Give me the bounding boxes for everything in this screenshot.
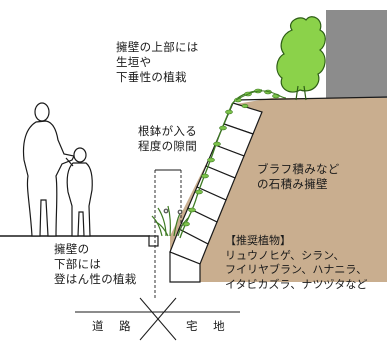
root-gap-dimension — [154, 170, 182, 298]
top-wall-note-line: 下垂性の植栽 — [116, 70, 187, 84]
top-wall-note: 擁壁の上部には 生垣や 下垂性の植栽 — [116, 40, 199, 85]
root-gap-note-line: 程度の隙間 — [138, 139, 197, 153]
vine-icon — [179, 88, 287, 239]
top-wall-note-line: 生垣や — [116, 55, 152, 69]
ground-section — [0, 98, 387, 282]
hedge-shrub-icon — [276, 16, 326, 101]
recommended-plants: 【推奨植物】 リュウノヒゲ、シラン、 フイリヤブラン、ハナニラ、 イタビカズラ、… — [225, 234, 367, 292]
child-silhouette-icon — [65, 147, 93, 237]
stone-wall-note: ブラフ積みなど の石積み擁壁 — [257, 162, 340, 192]
root-gap-note-line: 根鉢が入る — [138, 124, 197, 138]
recommended-plants-line: フイリヤブラン、ハナニラ、 — [225, 263, 368, 276]
root-gap-block — [148, 235, 159, 247]
root-gap-note: 根鉢が入る 程度の隙間 — [138, 124, 197, 154]
recommended-plants-line: イタビカズラ、ナツヅタなど — [225, 277, 368, 291]
land-divider — [75, 297, 240, 341]
residential-land-label: 宅 地 — [186, 319, 231, 333]
stone-wall-note-line: の石積み擁壁 — [257, 177, 328, 191]
building-block — [326, 10, 387, 98]
lower-wall-note: 擁壁の 下部には 登はん性の植栽 — [54, 242, 137, 287]
top-wall-note-line: 擁壁の上部には — [116, 40, 199, 54]
lower-wall-note-line: 擁壁の — [54, 242, 90, 256]
adult-silhouette-icon — [22, 102, 75, 237]
grass-clump-icon — [151, 205, 189, 237]
stone-wall-note-line: ブラフ積みなど — [257, 162, 340, 176]
recommended-plants-line: リュウノヒゲ、シラン、 — [225, 248, 345, 262]
road-label: 道 路 — [92, 319, 137, 333]
upper-ground-line — [235, 96, 387, 101]
recommended-plants-heading: 【推奨植物】 — [225, 234, 291, 247]
lower-wall-note-line: 下部には — [54, 257, 102, 271]
lower-wall-note-line: 登はん性の植栽 — [54, 272, 137, 286]
